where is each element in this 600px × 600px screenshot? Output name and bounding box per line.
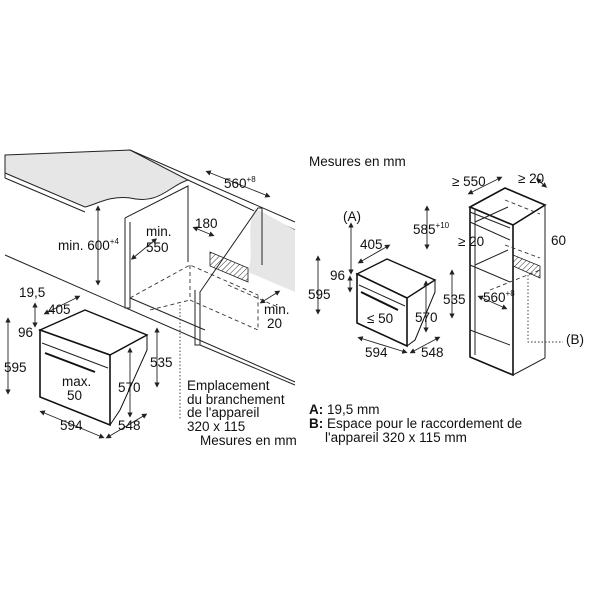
caption-units: Mesures en mm [200,433,297,448]
label-le-50: ≤ 50 [367,311,393,326]
label-535: 535 [150,355,173,370]
marker-a: (A) [343,209,361,224]
label-405: 405 [360,237,383,252]
label-595: 595 [308,287,331,302]
label-ge-20-top: ≥ 20 [518,171,544,186]
left-built-in-diagram: 560+8 180 min. 550 min. 600+4 19,5 405 9… [4,149,297,448]
label-ge-20-mid: ≥ 20 [458,234,484,249]
right-tall-cabinet-diagram: Mesures en mm [308,154,584,445]
right-title: Mesures en mm [309,154,406,169]
legend-a: A: 19,5 mm [309,402,380,417]
countertop [4,149,190,208]
label-548: 548 [421,345,444,360]
label-min20-1: min. [264,302,290,317]
label-min-depth-2: 550 [146,240,169,255]
caption-line: Emplacement [187,378,270,393]
label-594: 594 [60,418,83,433]
legend: A: 19,5 mm B: Espace pour le raccordemen… [309,402,522,445]
label-max-2: 50 [67,388,82,403]
label-535: 535 [443,292,466,307]
label-585: 585+10 [413,221,450,237]
label-96: 96 [330,268,345,283]
label-60: 60 [551,233,566,248]
label-594: 594 [365,345,388,360]
label-96: 96 [18,325,33,340]
oven-right [355,258,437,348]
legend-b: B: Espace pour le raccordement de [309,416,522,431]
label-min20-2: 20 [267,316,282,331]
label-ge-550: ≥ 550 [452,174,486,189]
label-570: 570 [118,380,141,395]
label-height-min: min. 600+4 [58,237,119,253]
label-560: 560+8 [483,289,515,305]
caption-line: de l'appareil [187,405,259,420]
caption-line: du branchement [187,392,285,407]
label-niche-width: 560+8 [224,175,256,191]
label-min-depth-1: min. [146,224,172,239]
label-595: 595 [4,360,27,375]
oven-left [38,309,149,427]
label-570: 570 [415,310,438,325]
left-caption: Emplacement du branchement de l'appareil… [187,378,297,448]
marker-b: (B) [566,332,584,347]
legend-b-cont: l'appareil 320 x 115 mm [325,430,467,445]
label-548: 548 [118,418,141,433]
label-19-5: 19,5 [19,285,45,300]
label-180: 180 [195,216,218,231]
tall-cabinet [468,187,563,377]
connection-area [209,251,249,283]
label-405: 405 [48,302,71,317]
label-max-1: max. [62,374,91,389]
caption-line: 320 x 115 [187,419,245,434]
